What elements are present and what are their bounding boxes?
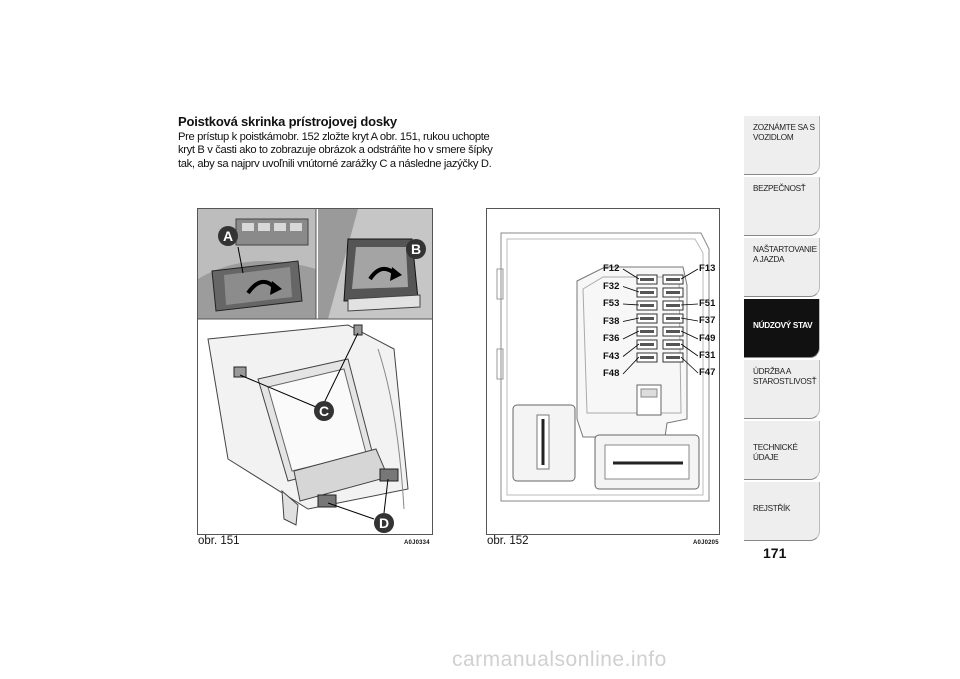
callout-a: A	[223, 228, 233, 244]
leader-line	[680, 356, 699, 374]
callout-b: B	[411, 241, 421, 257]
figure-151-caption: obr. 151	[198, 535, 240, 547]
fuse-label-f43: F43	[603, 350, 620, 362]
fuse-blade	[640, 330, 654, 333]
figure-152-illustration	[496, 232, 710, 502]
chapter-tab-zoznamte[interactable]: ZOZNÁMTE SA S VOZIDLOM	[744, 116, 820, 175]
chapter-tab-rejstrik[interactable]: REJSTŘÍK	[744, 482, 820, 541]
callout-d: D	[379, 515, 389, 531]
fuse-label-f49: F49	[699, 333, 716, 344]
chapter-tab-nastartovanie[interactable]: NAŠTARTOVANIE A JAZDA	[744, 238, 820, 297]
figure-152-code: A0J0205	[693, 540, 719, 546]
fuse-label-f47: F47	[699, 367, 716, 378]
fuse-label-f31: F31	[699, 350, 716, 361]
fuse-blade	[640, 343, 654, 346]
chapter-tab-nudzovy-stav[interactable]: NÚDZOVÝ STAV	[744, 299, 820, 358]
fuse-label-f51: F51	[699, 298, 716, 309]
chapter-tab-technicke-udaje[interactable]: TECHNICKÉ ÚDAJE	[744, 421, 820, 480]
fuse-blade	[666, 356, 680, 359]
fuse-blade	[640, 291, 654, 294]
figure-151-illustration: A B C D	[198, 209, 432, 533]
fuse-label-f37: F37	[699, 315, 716, 326]
leader-line	[680, 317, 699, 322]
page-number: 171	[763, 545, 787, 561]
leader-line	[680, 268, 699, 280]
fuse-label-f32: F32	[603, 280, 620, 292]
paragraph-line: tak, aby sa najprv uvoľnili vnútorné zar…	[178, 157, 492, 170]
leader-line	[622, 268, 640, 280]
fuse-blade	[666, 304, 680, 307]
fuse-label-f36: F36	[603, 333, 620, 344]
leader-line	[622, 303, 640, 306]
paragraph-line: kryt B v časti ako to zobrazuje obrázok …	[178, 144, 493, 157]
callout-c: C	[319, 403, 329, 419]
leader-line	[622, 317, 640, 322]
fuse-grid	[636, 274, 684, 363]
leader-line	[680, 343, 699, 357]
chapter-tab-bezpecnost[interactable]: BEZPEČNOSŤ	[744, 177, 820, 236]
fuse-blade	[640, 278, 654, 281]
fuse-blade	[666, 317, 680, 320]
figure-151: A B C D	[197, 208, 433, 535]
watermark-text: carmanualsonline.info	[452, 648, 667, 671]
fuse-blade	[640, 317, 654, 320]
fuse-label-f53: F53	[603, 298, 620, 309]
fuse-blade	[640, 304, 654, 307]
fuse-label-f12: F12	[603, 263, 620, 274]
fuse-blade	[640, 356, 654, 359]
figure-151-code: A0J0334	[404, 540, 430, 546]
fuse-blade	[666, 291, 680, 294]
figure-152-caption: obr. 152	[487, 535, 529, 547]
paragraph-line: Pre prístup k poistkámobr. 152 zložte kr…	[178, 131, 490, 143]
fuse-label-f48: F48	[603, 368, 620, 379]
leader-line	[622, 330, 640, 340]
section-paragraph: Pre prístup k poistkámobr. 152 zložte kr…	[178, 131, 493, 171]
leader-line	[680, 330, 699, 340]
leader-line	[680, 303, 699, 306]
fuse-blade	[666, 278, 680, 281]
chapter-tab-udrzba[interactable]: ÚDRŽBA A STAROSTLIVOSŤ	[744, 360, 820, 419]
leader-line	[622, 343, 640, 357]
fuse-blade	[666, 330, 680, 333]
fuse-blade	[666, 343, 680, 346]
leader-line	[622, 286, 640, 293]
section-heading: Poistková skrinka prístrojovej dosky	[178, 114, 397, 129]
leader-line	[622, 356, 640, 375]
fuse-label-f13: F13	[699, 263, 716, 274]
fuse-label-f38: F38	[603, 315, 620, 327]
